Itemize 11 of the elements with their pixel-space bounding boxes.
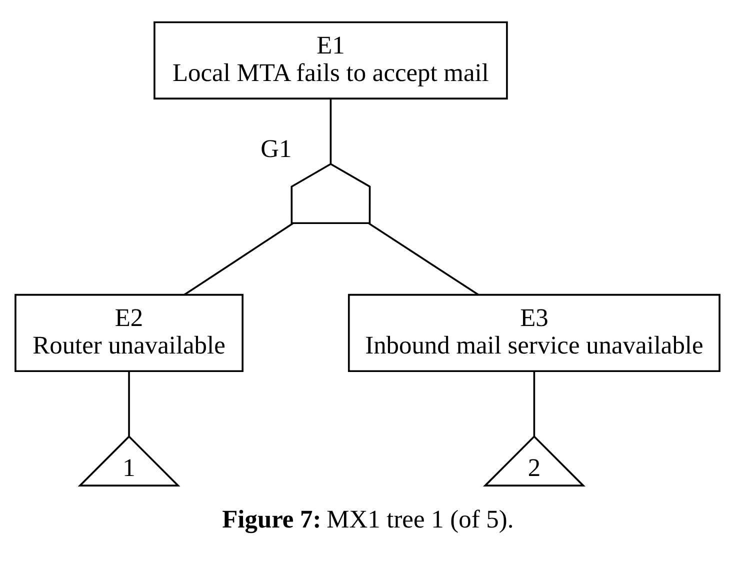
connector [184,222,294,296]
node-gate [290,162,371,224]
node-box: E3 Inbound mail service unavailable [348,293,720,372]
connector [330,98,332,164]
node-box: E2 Router unavailable [14,293,244,372]
node-label: G1 [260,134,292,163]
caption: Figure 7: MX1 tree 1 (of 5). [222,504,514,534]
connector [128,371,130,436]
node-box: E1 Local MTA fails to accept mail [154,20,508,99]
connector [533,371,536,436]
connector [368,222,479,296]
